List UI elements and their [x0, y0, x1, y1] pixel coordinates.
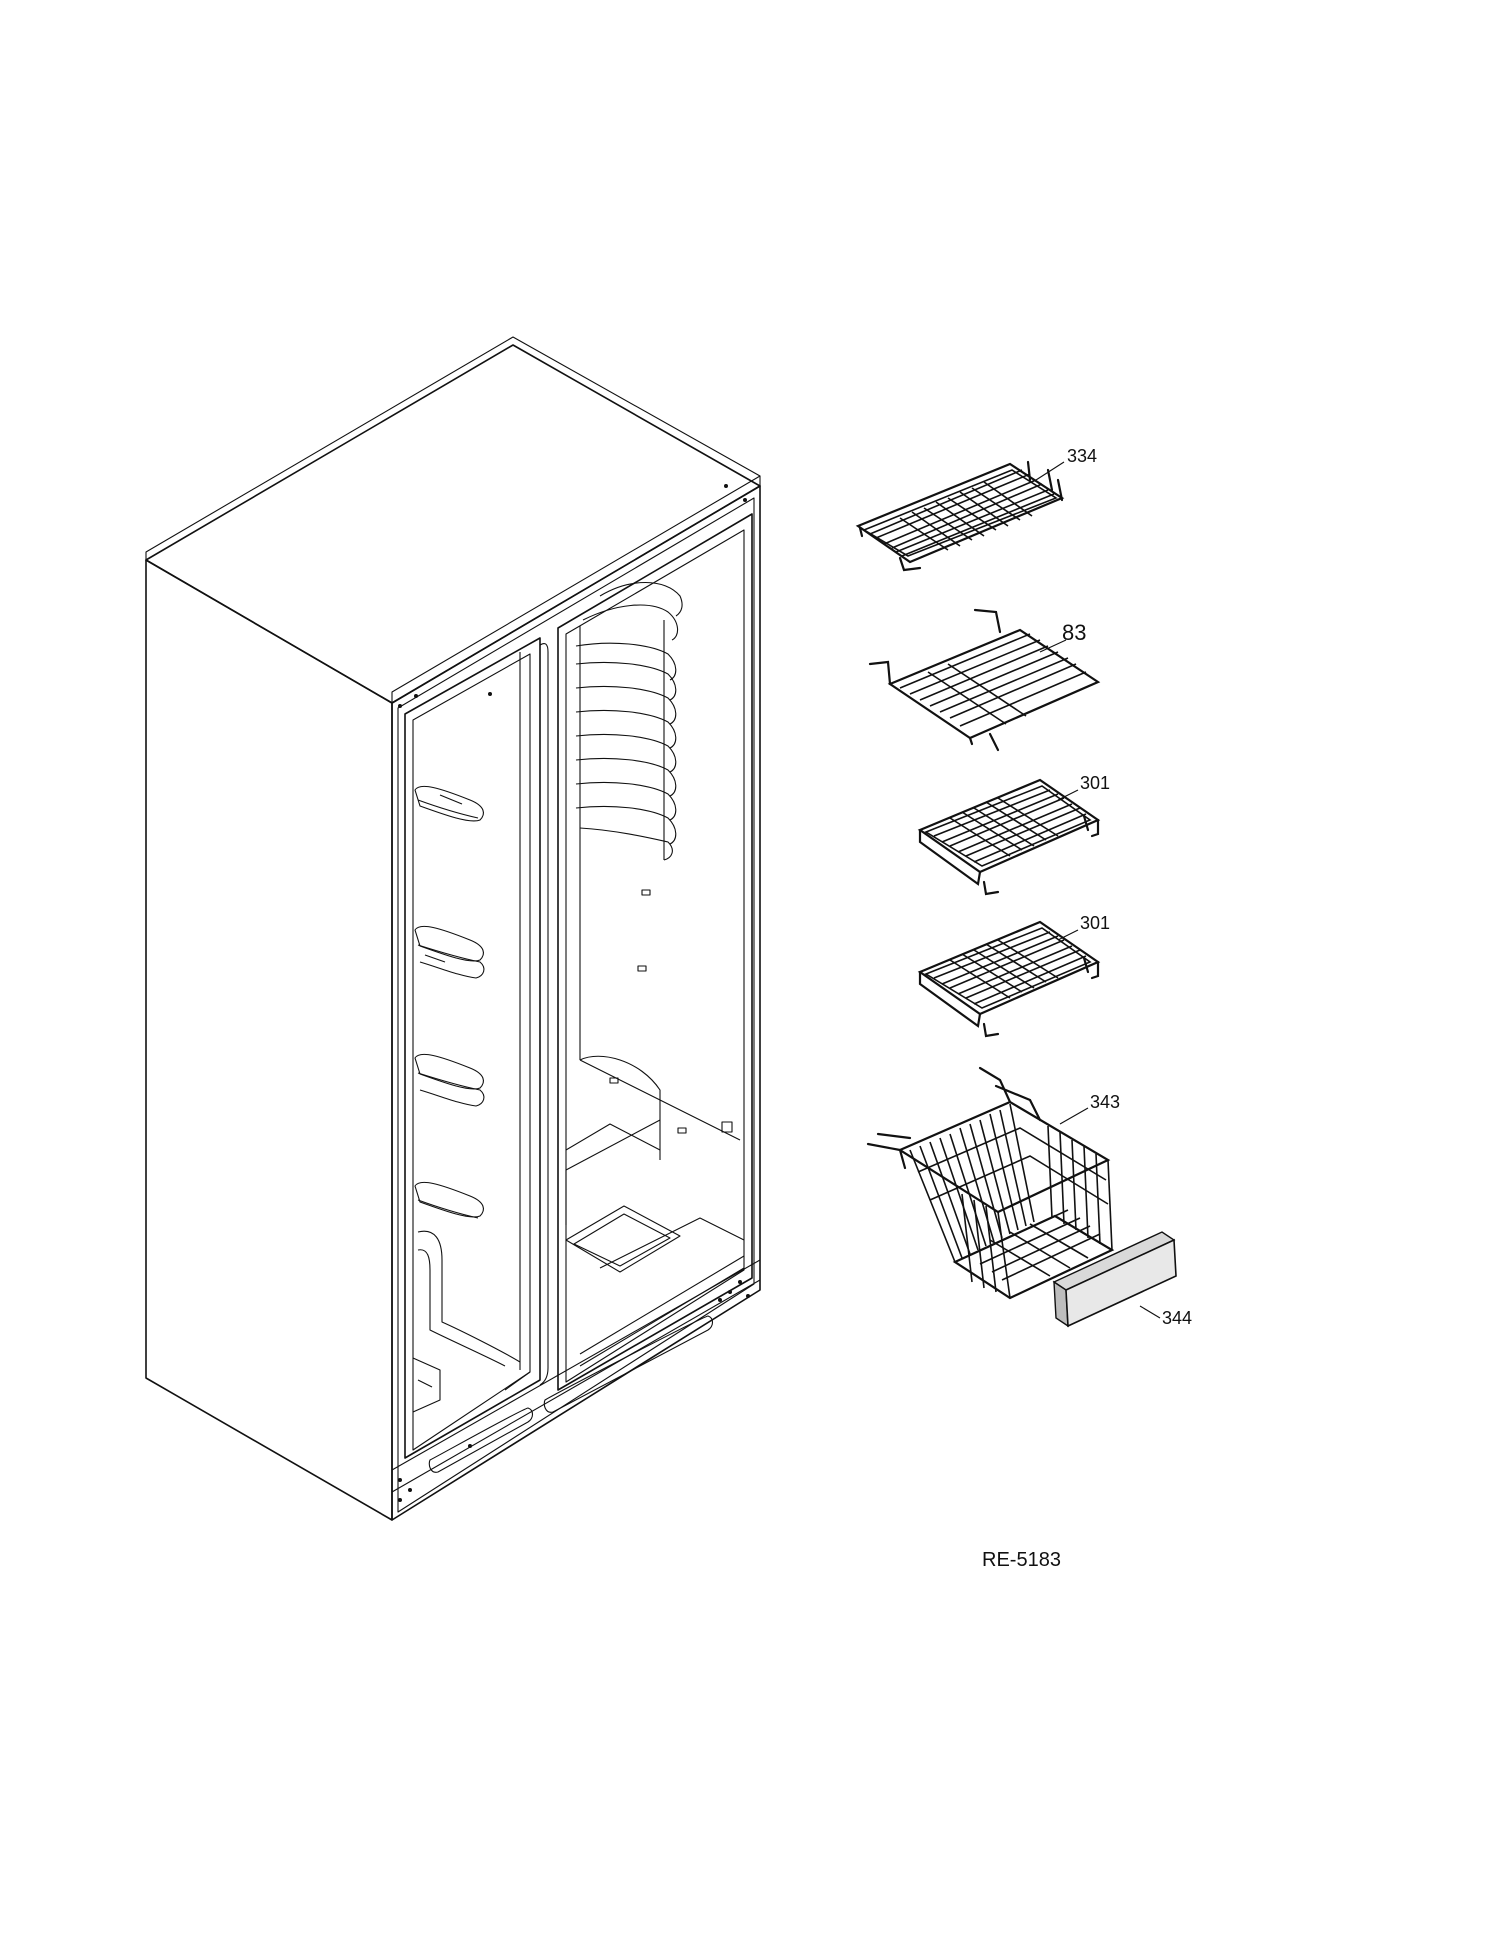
callout-301-b: 301 — [1080, 913, 1110, 933]
callout-334: 334 — [1067, 446, 1097, 466]
leader-lines — [1035, 461, 1161, 1319]
refrigerator-cabinet — [145, 336, 761, 1521]
drawer-front-344 — [1052, 1231, 1177, 1328]
fresh-food-compartment — [404, 637, 549, 1459]
shelf-334 — [855, 460, 1065, 572]
fresh-food-shelf-supports — [414, 785, 485, 1219]
shelf-83 — [868, 608, 1101, 752]
callout-83: 83 — [1062, 620, 1086, 645]
shelf-301-a — [917, 778, 1101, 896]
drawing-number: RE-5183 — [982, 1549, 1061, 1571]
callout-301-a: 301 — [1080, 773, 1110, 793]
cabinet-base-frame — [391, 1259, 761, 1520]
cabinet-top — [145, 344, 761, 704]
basket-343 — [866, 1066, 1115, 1300]
cabinet-side-panel — [145, 559, 393, 1521]
cabinet-front-frame — [391, 485, 761, 1521]
shelf-301-b — [917, 920, 1101, 1038]
freezer-compartment — [557, 513, 753, 1391]
callout-344: 344 — [1162, 1308, 1192, 1328]
callout-343: 343 — [1090, 1092, 1120, 1112]
freezer-shelf-rails — [575, 581, 683, 861]
